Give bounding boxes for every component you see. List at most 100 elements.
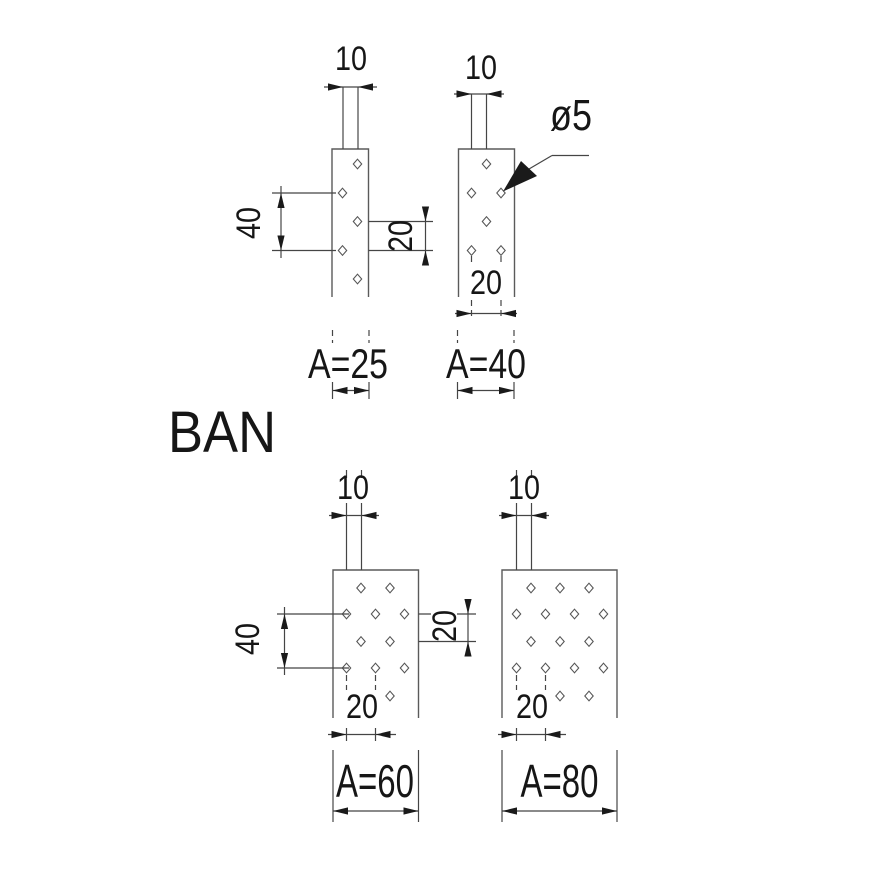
hole	[511, 662, 522, 674]
dim-label: 10	[337, 469, 369, 507]
hole-diameter-label: ø5	[550, 91, 592, 140]
hole	[370, 662, 381, 674]
hole	[466, 187, 477, 199]
dim-40: 40	[229, 607, 349, 675]
hole	[385, 690, 395, 702]
hole	[569, 608, 580, 620]
arrowhead-icon	[361, 511, 377, 520]
hole	[526, 636, 536, 647]
dim-label: 40	[230, 207, 268, 239]
arrowhead-icon	[457, 386, 473, 395]
hole	[511, 608, 522, 620]
arrowhead-icon	[486, 90, 502, 98]
arrowhead-icon	[333, 807, 348, 815]
hole	[555, 690, 565, 702]
dim-20: 20	[368, 206, 433, 266]
dim-bottom-20: 20	[328, 675, 396, 741]
dim-a40: A=40	[446, 330, 526, 399]
dim-label: 20	[426, 610, 464, 642]
leader-line	[528, 154, 553, 170]
arrowhead-icon	[375, 730, 391, 739]
hole	[337, 245, 348, 256]
arrowhead-icon	[280, 653, 289, 668]
dim-label: 40	[229, 623, 267, 655]
hole	[496, 245, 506, 256]
hole	[385, 636, 395, 647]
arrowhead-icon	[421, 206, 430, 222]
hole	[540, 662, 551, 674]
arrowhead-icon	[277, 193, 285, 208]
arrowhead-icon	[602, 807, 617, 815]
plate-outline	[331, 148, 370, 297]
label-backdrop	[431, 612, 457, 640]
hole	[356, 582, 366, 594]
arrowhead-icon	[499, 386, 514, 395]
hole	[584, 690, 594, 702]
plate-width-label: A=80	[521, 755, 599, 807]
dim-top-width: 10	[329, 469, 379, 570]
hole	[598, 662, 609, 674]
hole	[385, 582, 395, 594]
hole-pattern	[337, 158, 363, 285]
leader-arrowhead-icon	[503, 161, 537, 192]
hole	[569, 662, 580, 674]
dim-label: 20	[470, 264, 502, 302]
hole-pattern	[511, 582, 609, 702]
arrowhead-icon	[502, 807, 517, 815]
dim-label: 10	[335, 40, 367, 78]
hole	[584, 582, 594, 594]
arrowhead-icon	[354, 386, 369, 395]
dim-label: 20	[346, 688, 378, 726]
arrowhead-icon	[277, 235, 285, 251]
hole	[399, 662, 410, 674]
arrowhead-icon	[328, 83, 343, 91]
hole	[352, 158, 363, 170]
dim-top-width: 10	[324, 40, 377, 149]
arrowhead-icon	[501, 511, 517, 520]
plate-a25: 10 40 20 A=25	[230, 40, 433, 399]
plate-width-label: A=60	[336, 755, 414, 807]
hole	[481, 216, 492, 227]
arrowhead-icon	[280, 614, 289, 629]
arrowhead-icon	[331, 730, 347, 739]
hole	[526, 582, 536, 594]
dim-a60: A=60	[332, 750, 420, 822]
plate-width-label: A=40	[446, 340, 526, 387]
dim-label: 10	[465, 49, 497, 87]
hole	[337, 187, 348, 199]
arrowhead-icon	[464, 599, 472, 614]
arrowhead-icon	[358, 83, 373, 91]
hole	[356, 636, 366, 647]
dim-top-width: 10	[499, 469, 549, 570]
plate-outline	[332, 569, 420, 718]
plate-outline	[501, 569, 618, 718]
hole	[496, 187, 506, 199]
hole	[352, 216, 363, 227]
arrowhead-icon	[531, 511, 547, 520]
label-backdrop	[386, 222, 414, 250]
dim-a25: A=25	[308, 330, 388, 399]
plate-width-label: A=25	[308, 340, 388, 387]
hole	[370, 608, 381, 620]
dim-bottom-20: 20	[498, 675, 566, 741]
arrowhead-icon	[501, 309, 516, 318]
dim-bottom-20: 20	[455, 256, 517, 319]
arrowhead-icon	[421, 250, 430, 266]
hole	[584, 636, 594, 647]
series-label: BAN	[168, 400, 276, 465]
hole-diameter-callout: ø5	[503, 91, 592, 192]
hole	[466, 245, 477, 256]
hole	[399, 608, 410, 620]
dim-20-rows: 20	[418, 599, 476, 657]
dim-label: 10	[508, 469, 540, 507]
arrowhead-icon	[331, 511, 347, 520]
arrowhead-icon	[545, 730, 561, 739]
hole	[352, 273, 363, 285]
dim-label: 20	[516, 688, 548, 726]
arrowhead-icon	[403, 807, 419, 815]
plate-a40: 10 ø5 20 A=40	[446, 49, 592, 399]
hole	[481, 158, 492, 170]
hole	[598, 608, 609, 620]
hole-pattern	[341, 582, 410, 702]
